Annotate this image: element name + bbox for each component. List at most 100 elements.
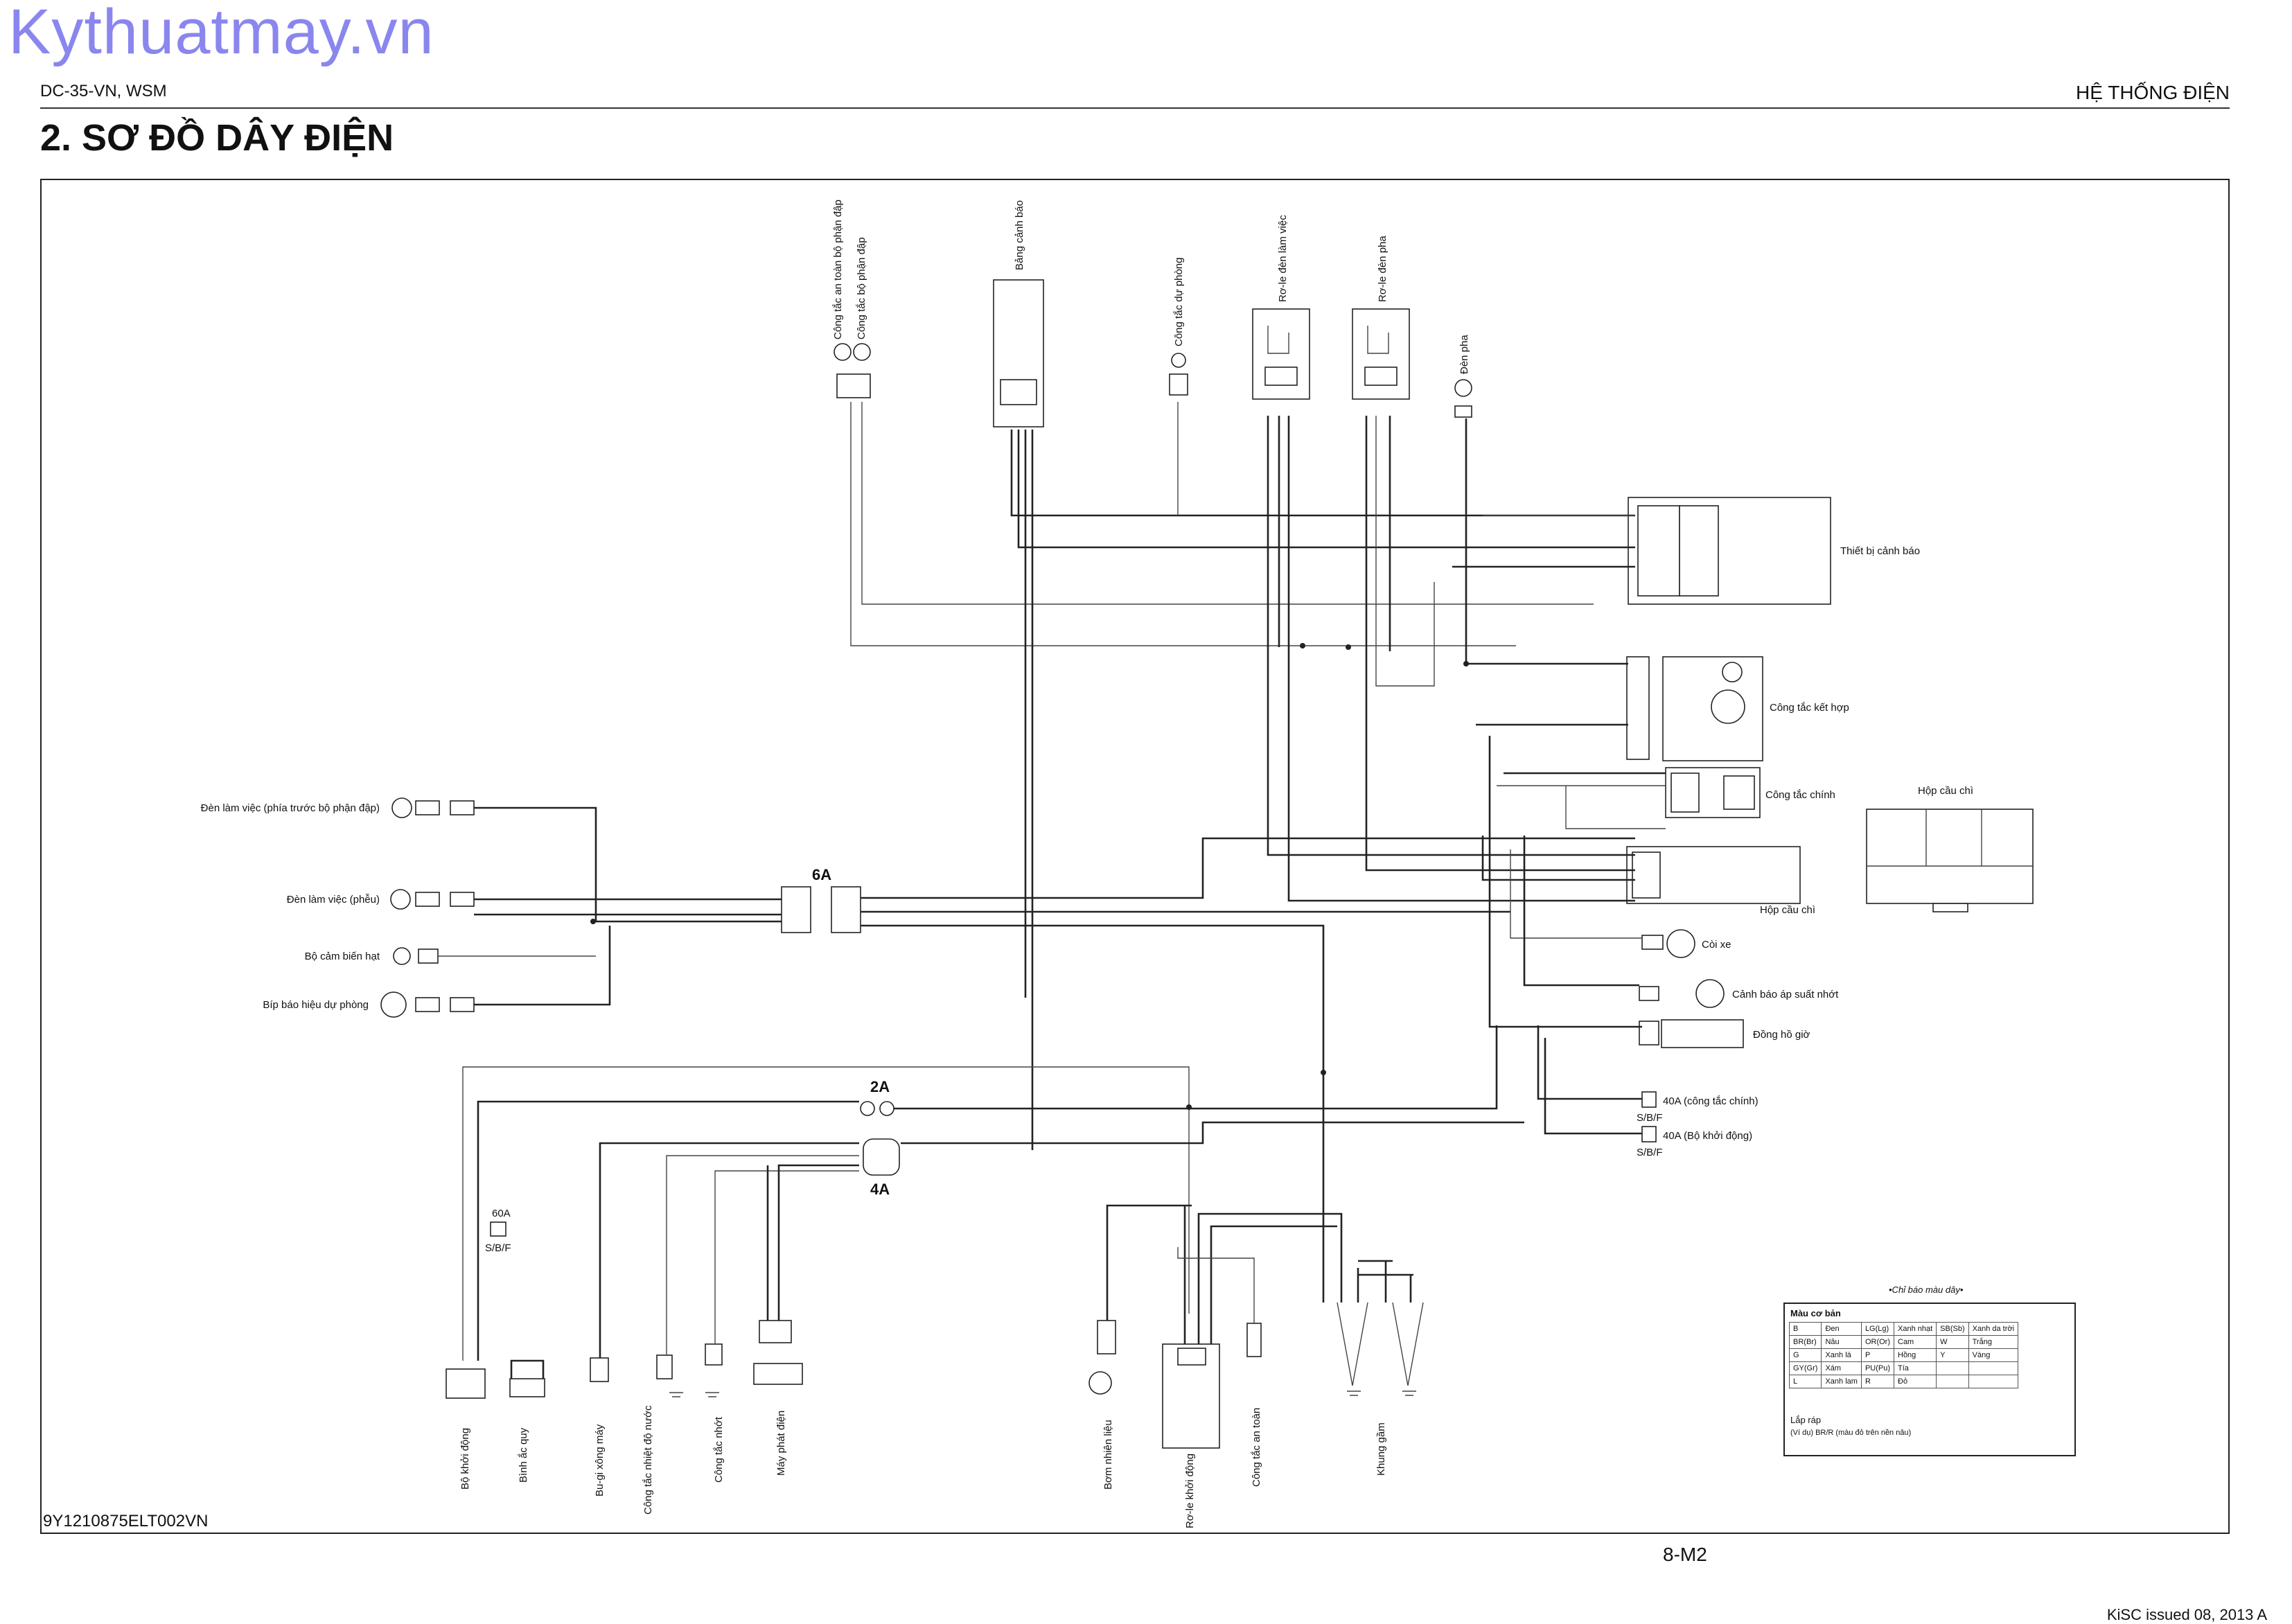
legend-title: •Chỉ báo màu dây• [1889,1285,1964,1295]
legend-cell [1968,1361,2019,1375]
legend-cell: Xanh da trời [1968,1322,2019,1336]
head-light [1454,379,1472,418]
wire-harness [438,402,1666,1361]
legend-cell: Y [1936,1348,1969,1362]
connector-4a [863,1138,900,1176]
legend-cell: Xanh lá [1821,1348,1862,1362]
main-switch [1665,767,1761,818]
work-light-relay [1252,308,1310,400]
legend-cell: L [1788,1375,1822,1388]
legend-cell: Đỏ [1893,1375,1937,1388]
diagram-frame [40,179,2230,1534]
label-fuse-40a-main: 40A (công tắc chính) [1663,1095,1758,1107]
label-fuse-60a-sbf: S/B/F [485,1242,511,1254]
fuse-box [1626,846,1801,904]
label-warning-board: Bảng cảnh báo [1014,200,1025,270]
fuse-40a [1641,1091,1657,1142]
legend-cell [1936,1375,1969,1388]
legend-cell: Tía [1893,1361,1937,1375]
ground-symbols [669,1302,1424,1397]
combination-switch [1626,656,1763,761]
label-work-light-hopper: Đèn làm việc (phễu) [287,894,380,906]
legend-cell: SB(Sb) [1936,1322,1969,1336]
connector-2a [860,1101,894,1116]
fuse-60a [490,1221,506,1237]
legend-cell: Xanh lam [1821,1375,1862,1388]
legend-heading: Màu cơ bản [1790,1308,1841,1318]
page-title: 2. SƠ ĐỒ DÂY ĐIỆN [40,117,394,159]
watermark: Kythuatmay.vn [8,0,434,67]
legend-cell: B [1788,1322,1822,1336]
label-starter-relay: Rơ-le khởi động [1184,1454,1196,1528]
connector-6a [781,886,861,933]
label-fuel-pump: Bơm nhiên liệu [1102,1420,1114,1490]
legend-cell: R [1860,1375,1895,1388]
warning-unit [1628,497,1831,605]
label-starter: Bộ khởi động [459,1428,471,1490]
label-spare-switch: Công tắc dự phòng [1173,258,1185,346]
label-head-light: Đèn pha [1458,335,1470,374]
legend-cell: BR(Br) [1788,1335,1822,1349]
legend-cell: PU(Pu) [1860,1361,1895,1375]
diagram-code: 9Y1210875ELT002VN [43,1512,209,1530]
label-hour-meter: Đồng hồ giờ [1753,1029,1810,1041]
legend-cell: Hồng [1893,1348,1937,1362]
legend-cell: Xám [1821,1361,1862,1375]
legend-cell [1968,1375,2019,1388]
label-fuse-60a: 60A [492,1208,511,1219]
legend-cell: P [1860,1348,1895,1362]
label-chassis: Khung gầm [1375,1422,1387,1476]
label-connector-6a: 6A [812,866,831,883]
label-grain-sensor: Bộ cảm biến hạt [305,951,380,962]
legend-cell: OR(Or) [1860,1335,1895,1349]
legend-example: (Ví dụ) BR/R (màu đỏ trên nền nâu) [1790,1429,1912,1437]
label-work-light-relay: Rơ-le đèn làm việc [1277,215,1289,302]
legend-cell: Xanh nhạt [1893,1322,1937,1336]
label-work-light-front: Đèn làm việc (phía trước bộ phận đập) [201,802,380,814]
safety-switch-thresher [834,343,871,398]
warning-board [993,279,1044,427]
spare-switch [1169,353,1188,396]
label-connector-4a: 4A [870,1181,890,1198]
horn [1641,929,1695,958]
label-safety-switch: Công tắc an toàn [1251,1408,1262,1487]
label-alternator: Máy phát điện [775,1411,787,1476]
legend-cell: GY(Gr) [1788,1361,1822,1375]
legend-cell: Trắng [1968,1335,2019,1349]
legend-cell: W [1936,1335,1969,1349]
label-spare-buzzer: Bíp báo hiệu dự phòng [263,999,369,1011]
label-fuse-box: Hộp cầu chì [1760,904,1815,916]
label-sbf-1: S/B/F [1637,1112,1663,1124]
label-thresher-safety-switch: Công tắc an toàn bộ phận đập [832,200,844,339]
legend-assembly: Lắp ráp [1790,1415,1822,1425]
legend-cell: G [1788,1348,1822,1362]
label-sbf-2: S/B/F [1637,1147,1663,1158]
issue-note: KiSC issued 08, 2013 A [2106,1606,2267,1623]
legend-cell: Vàng [1968,1348,2019,1362]
head-light-relay [1352,308,1410,400]
oil-pressure-lamp [1639,979,1725,1008]
bottom-devices [446,1320,1262,1449]
header-rule [40,107,2230,109]
legend-cell: Đen [1821,1322,1862,1336]
label-thresher-switch: Công tắc bộ phận đập [856,237,867,339]
label-battery: Bình ắc quy [518,1427,529,1483]
legend-cell [1936,1361,1969,1375]
label-oil-switch: Công tắc nhớt [713,1416,725,1483]
label-fuse-box-detail: Hộp cầu chì [1918,785,1973,797]
legend-cell: LG(Lg) [1860,1322,1895,1336]
left-loads [380,797,475,1018]
label-head-light-relay: Rơ-le đèn pha [1377,236,1389,302]
label-glow-plug: Bu-gi xông máy [594,1424,606,1497]
section-name: HỆ THỐNG ĐIỆN [2076,82,2230,103]
document-id: DC-35-VN, WSM [40,82,167,100]
label-combination-switch: Công tắc kết hợp [1770,702,1849,714]
label-horn: Còi xe [1702,939,1731,951]
